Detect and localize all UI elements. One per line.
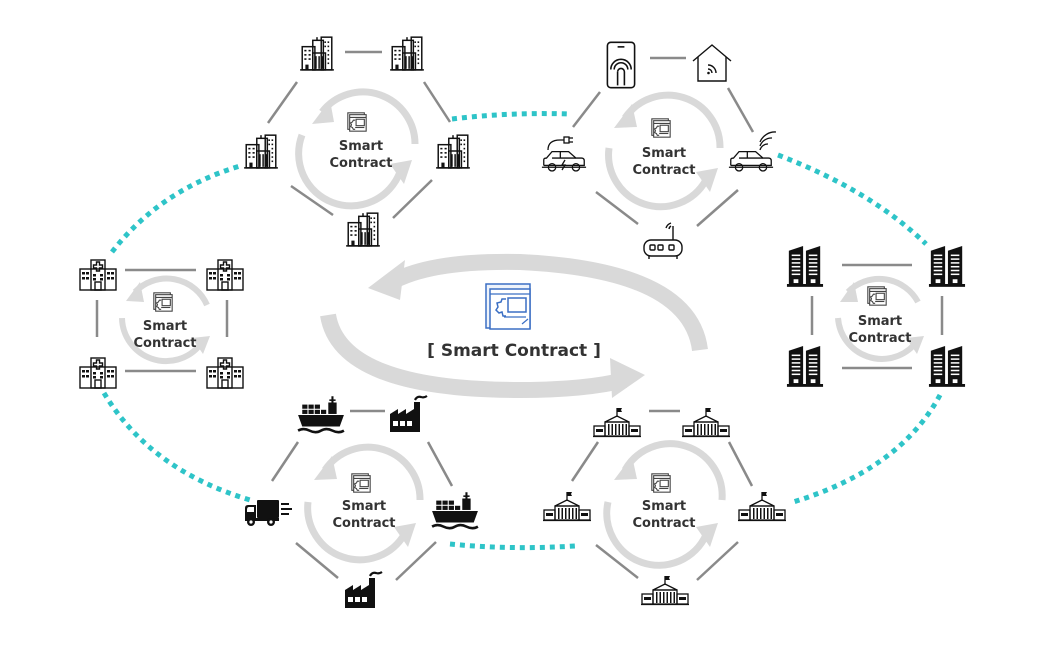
connector-towers-government [789,393,943,506]
office-building-icon [299,36,335,71]
car-signal-icon [759,131,777,151]
cluster-label-line1: Smart [642,146,686,161]
connector-logistics-government [449,541,576,551]
office-building-icon [435,134,471,169]
car-plug-icon [547,136,573,171]
cluster-label-line2: Contract [329,156,392,171]
smart-contract-icon [651,118,671,138]
connector-hospitals-offices [110,163,241,254]
cluster-iot: Smart Contract [541,41,777,260]
cluster-government: Smart Contract [542,407,787,606]
smartphone-fingerprint-icon [606,41,636,89]
government-building-icon [542,491,592,522]
cycle-arrow [845,275,921,304]
cycle-arrow [603,501,710,569]
cargo-ship-icon [296,394,346,434]
cluster-edges [270,409,454,581]
cycle-arrow [605,147,710,211]
office-building-icon [243,134,279,169]
government-building-icon [592,407,642,438]
central-arrow-head-right [610,358,645,398]
central-arrow-head-left [368,260,405,300]
smart-contract-icon [351,473,371,493]
cluster-label-line2: Contract [332,516,395,531]
cluster-edges [570,409,754,581]
cluster-label-line2: Contract [632,163,695,178]
smart-contract-icon [485,283,531,330]
cluster-label-line1: Smart [143,319,187,334]
factory-icon [343,570,383,610]
cycle-arrow [304,501,407,564]
smart-contract-icon [867,286,887,306]
skyscraper-icon [928,346,966,387]
cluster-edges [95,268,229,373]
smart-contract-icon [153,292,173,312]
connector-offices-iot [451,111,571,122]
smart-contract-icon [651,473,671,493]
government-building-icon [640,575,690,606]
cluster-logistics: Smart Contract [245,394,480,610]
central-label: [ Smart Contract ] [427,341,601,361]
cluster-edges [810,263,944,370]
cluster-label-line1: Smart [858,314,902,329]
cycle-arrow [835,317,917,362]
skyscraper-icon [786,246,824,287]
cluster-hospitals: Smart Contract [79,259,244,389]
cluster-label-line1: Smart [642,499,686,514]
cycle-arrow [322,443,424,501]
inter-cluster-connectors [101,111,943,551]
hospital-icon [79,259,117,291]
cluster-label-line1: Smart [339,139,383,154]
cycle-arrow [119,317,203,365]
cycle-arrow [319,88,419,145]
hospital-icon [206,259,244,291]
skyscraper-icon [786,346,824,387]
government-building-icon [737,491,787,522]
cargo-ship-icon [430,490,480,530]
smart-contract-icon [347,112,367,132]
smart-home-wifi-icon [692,44,732,82]
wifi-router-icon [643,222,683,260]
cluster-edges [572,56,755,227]
cluster-label-line1: Smart [342,499,386,514]
central-smart-contract: [ Smart Contract ] [320,253,708,399]
hospital-icon [206,357,244,389]
delivery-truck-icon [245,500,292,526]
cluster-label-line2: Contract [632,516,695,531]
cycle-arrow [622,91,724,149]
cluster-offices: Smart Contract [243,36,471,247]
cycle-arrow [132,275,210,307]
hospital-icon [79,357,117,389]
government-building-icon [681,407,731,438]
cluster-label-line2: Contract [133,336,196,351]
connected-car-icon [728,150,774,172]
skyscraper-icon [928,246,966,287]
connector-hospitals-logistics [101,391,251,503]
central-cycle-arrow-top [386,253,708,352]
cycle-arrow [621,440,726,501]
cluster-label-line2: Contract [848,331,911,346]
cluster-edges [266,50,452,219]
connector-iot-towers [777,152,928,246]
office-building-icon [345,212,381,247]
cluster-towers: Smart Contract [786,246,966,387]
central-cycle-arrow-bottom [320,313,627,399]
office-building-icon [389,36,425,71]
cycle-arrow [295,133,404,210]
factory-icon [388,394,428,434]
